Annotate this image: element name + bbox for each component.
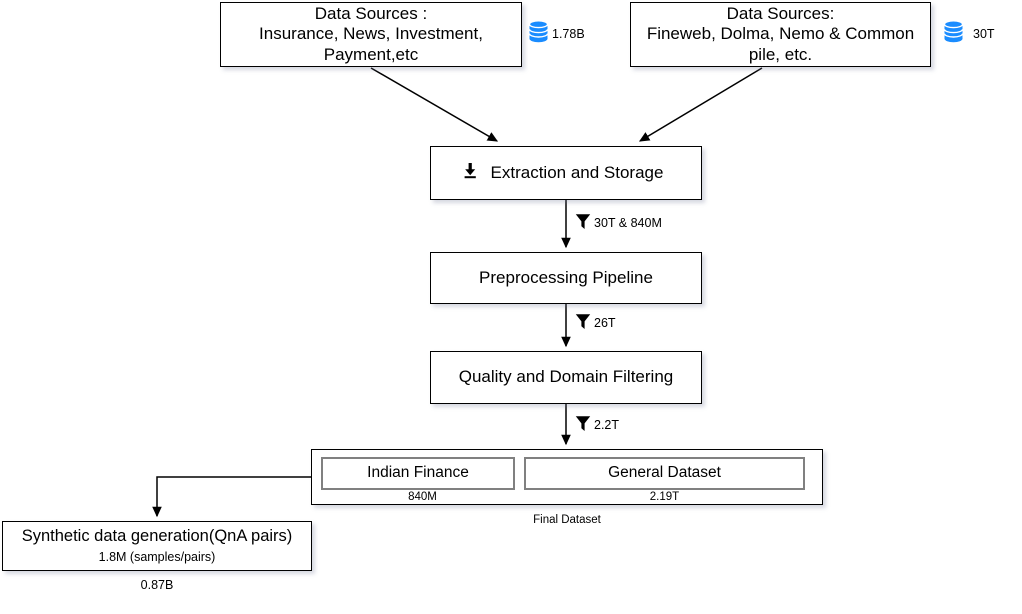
synthetic-sub-label: 1.8M (samples/pairs) [98, 549, 216, 564]
funnel-icon [575, 213, 591, 233]
final-dataset-item-indian-finance[interactable]: Indian Finance 840M [321, 457, 524, 505]
edge-right-source-to-extraction [638, 67, 763, 142]
edge-label-extraction-value: 30T & 840M [594, 216, 662, 230]
funnel-icon [575, 415, 591, 435]
node-final-dataset[interactable]: Indian Finance 840M General Dataset 2.19… [311, 449, 823, 505]
database-icon [528, 20, 549, 47]
synthetic-below-value: 0.87B [140, 578, 174, 592]
quality-label: Quality and Domain Filtering [458, 367, 674, 387]
edge-label-quality-value: 2.2T [594, 418, 620, 432]
node-preprocessing-pipeline[interactable]: Preprocessing Pipeline [430, 252, 702, 304]
node-extraction-and-storage[interactable]: Extraction and Storage [430, 146, 702, 200]
database-icon [943, 20, 964, 47]
data-source-right-badge: 30T [943, 20, 995, 47]
edge-final-to-synthetic [152, 476, 311, 518]
download-icon [463, 162, 478, 185]
synthetic-label: Synthetic data generation(QnA pairs) [21, 527, 293, 546]
edge-label-preprocessing: 26T [575, 313, 616, 333]
data-source-left-badge: 1.78B [528, 20, 585, 47]
indian-finance-label: Indian Finance [367, 464, 469, 482]
indian-finance-label-box[interactable]: Indian Finance [321, 457, 515, 490]
data-source-right-text: Data Sources: Fineweb, Dolma, Nemo & Com… [646, 4, 915, 64]
node-quality-and-domain-filtering[interactable]: Quality and Domain Filtering [430, 351, 702, 404]
node-data-source-right[interactable]: Data Sources: Fineweb, Dolma, Nemo & Com… [630, 2, 931, 67]
edge-label-extraction: 30T & 840M [575, 213, 662, 233]
data-source-left-text: Data Sources : Insurance, News, Investme… [259, 4, 483, 64]
edge-label-quality: 2.2T [575, 415, 619, 435]
extraction-label: Extraction and Storage [490, 162, 664, 182]
node-synthetic-data-generation[interactable]: Synthetic data generation(QnA pairs) 1.8… [2, 521, 312, 571]
edge-left-source-to-extraction [370, 67, 499, 142]
data-source-left-badge-value: 1.78B [552, 26, 585, 41]
final-dataset-caption: Final Dataset [533, 514, 601, 526]
funnel-icon [575, 313, 591, 333]
node-data-source-left[interactable]: Data Sources : Insurance, News, Investme… [220, 2, 522, 67]
final-dataset-item-general-dataset[interactable]: General Dataset 2.19T [524, 457, 805, 505]
general-dataset-value: 2.19T [649, 491, 680, 503]
edge-label-preprocessing-value: 26T [594, 316, 616, 330]
general-dataset-label: General Dataset [608, 464, 721, 482]
data-source-right-badge-value: 30T [973, 26, 995, 41]
preprocessing-label: Preprocessing Pipeline [479, 267, 653, 287]
indian-finance-value: 840M [408, 491, 437, 503]
general-dataset-label-box[interactable]: General Dataset [524, 457, 805, 490]
